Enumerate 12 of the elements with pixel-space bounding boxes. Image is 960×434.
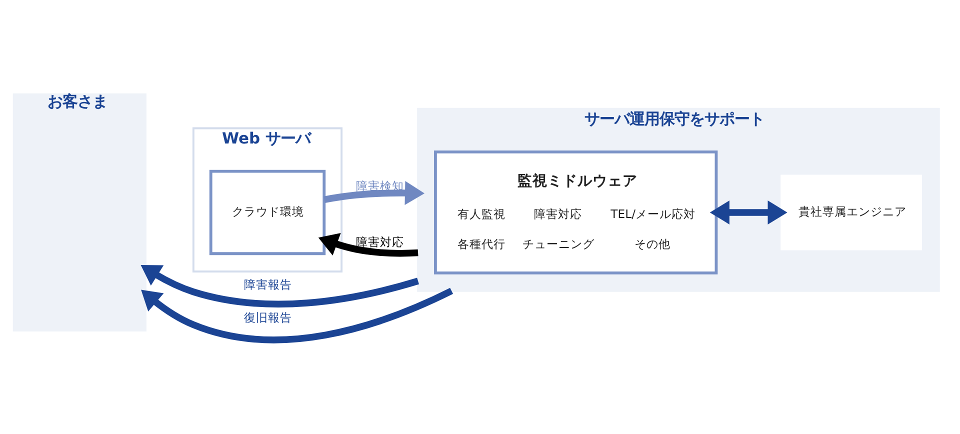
arrow (140, 265, 419, 308)
edge-label: 復旧報告 (244, 310, 292, 324)
node-box: 監視ミドルウェア 有人監視 障害対応 TEL/メール応対 各種代行 チューニング その他 (434, 150, 718, 274)
edge-label: 障害報告 (244, 278, 292, 292)
edge-label: 障害対応 (356, 234, 404, 249)
node-box: お客さま (12, 93, 146, 332)
arrow (324, 181, 425, 205)
arrow (318, 232, 418, 257)
arrow (710, 200, 788, 224)
node-box: 貴社専属エンジニア (780, 174, 922, 250)
node-box: クラウド環境 (209, 170, 326, 256)
arrow (141, 288, 453, 344)
